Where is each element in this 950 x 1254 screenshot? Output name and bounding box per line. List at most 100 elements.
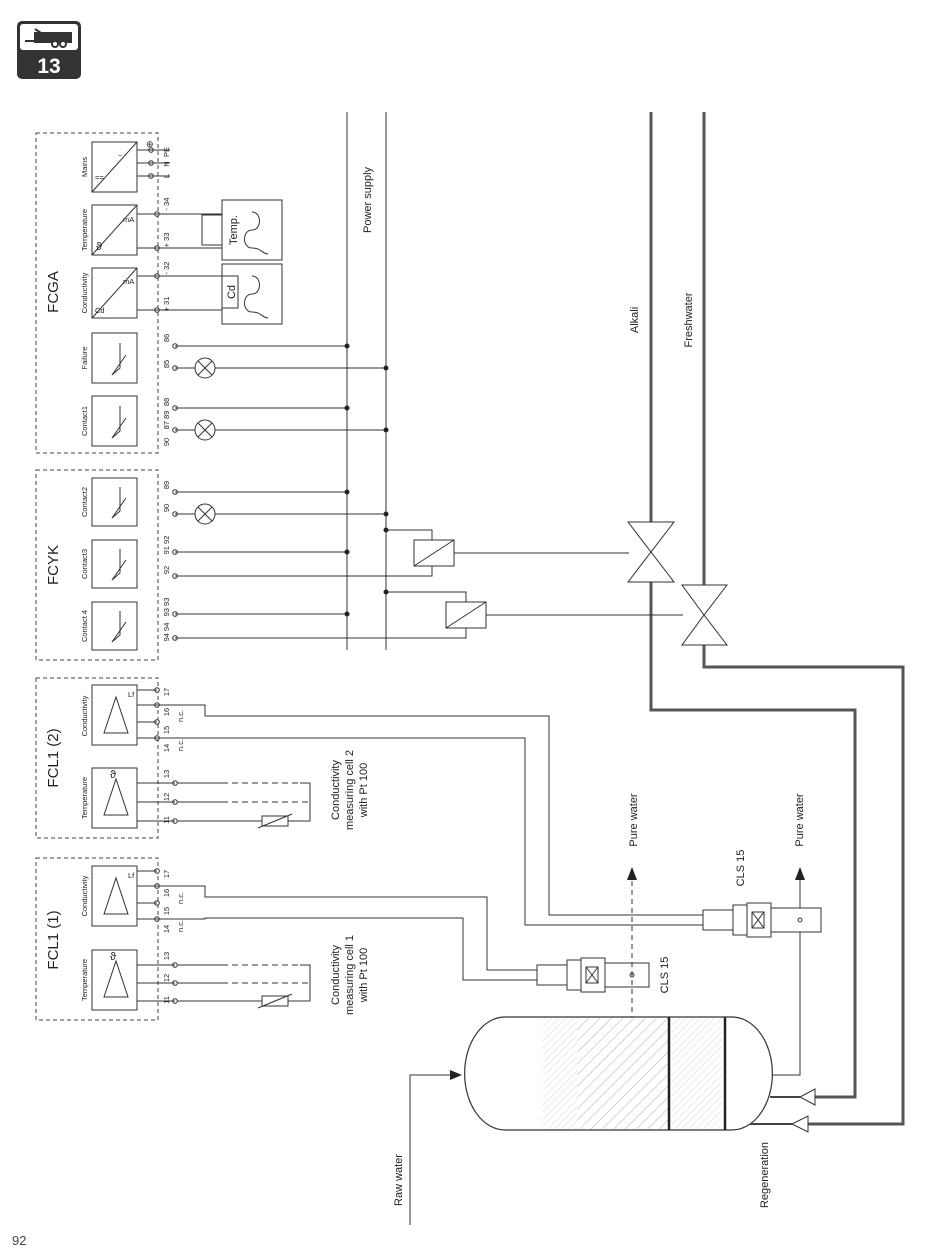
svg-text:91 92: 91 92 <box>162 536 171 555</box>
svg-text:Cd: Cd <box>95 306 105 315</box>
fcga-label: FCGA <box>45 271 62 313</box>
svg-text:⊕: ⊕ <box>146 139 154 149</box>
svg-text:88: 88 <box>162 398 171 406</box>
pure-water-b-label: Pure water <box>794 793 806 847</box>
freshwater-line: Freshwater <box>683 112 905 1126</box>
fcga-failure-label: Failure <box>80 347 89 370</box>
fcga-unit: FCGA ~ == Mains mA ϑ Temperature mA Cd C… <box>35 132 389 454</box>
svg-text:94 94: 94 94 <box>162 623 171 642</box>
fcga-temperature-label: Temperature <box>80 209 89 251</box>
cls15-a-label: CLS 15 <box>659 957 671 994</box>
svg-text:mA: mA <box>123 215 134 224</box>
svg-text:+ 31: + 31 <box>162 297 171 312</box>
trailer-icon <box>25 28 72 48</box>
raw-water-inlet: Raw water <box>393 1070 462 1225</box>
svg-text:n.c.: n.c. <box>176 920 185 932</box>
pure-water-b: Pure water <box>770 793 806 1076</box>
svg-text:15: 15 <box>162 907 171 915</box>
fcl1-2-unit: FCL1 (2) Lf Conductivity ϑ Temperature 1… <box>35 677 703 926</box>
fcl1-1-unit: FCL1 (1) Lf Conductivity ϑ Temperature 1… <box>35 857 537 1021</box>
svg-text:n.c.: n.c. <box>176 710 185 722</box>
svg-text:Lf: Lf <box>128 690 135 699</box>
chapter-number: 13 <box>37 55 60 78</box>
fcl1-1-label: FCL1 (1) <box>45 910 62 969</box>
fcyk-contact2-label: Contact2 <box>80 487 89 517</box>
fcyk-terminals <box>172 489 178 641</box>
svg-text:mA: mA <box>123 277 134 286</box>
temp-probe-label: Temp. <box>228 215 240 245</box>
svg-text:n.c.: n.c. <box>176 892 185 904</box>
svg-text:N: N <box>162 161 171 166</box>
svg-text:14: 14 <box>162 744 171 752</box>
svg-text:ϑ: ϑ <box>110 951 116 963</box>
fcl1-2-label: FCL1 (2) <box>45 728 62 787</box>
svg-text:89: 89 <box>162 481 171 489</box>
svg-text:92: 92 <box>162 566 171 574</box>
svg-text:13: 13 <box>162 770 171 778</box>
ion-exchange-tank <box>464 1016 773 1131</box>
svg-text:==: == <box>95 173 104 182</box>
alkali-line: Alkali <box>629 112 857 1099</box>
svg-text:93 93: 93 93 <box>162 598 171 617</box>
svg-text:ϑ: ϑ <box>96 241 102 253</box>
power-supply-label: Power supply <box>362 166 374 233</box>
svg-text:11: 11 <box>162 996 171 1004</box>
svg-text:17: 17 <box>162 870 171 878</box>
cond-probe-label: Cd <box>226 285 238 299</box>
svg-text:- 32: - 32 <box>162 262 171 275</box>
fcl1-1-conductivity-label: Conductivity <box>80 875 89 916</box>
fcga-contact1-label: Contact1 <box>80 406 89 436</box>
cls15-sensor-b: CLS 15 <box>702 850 822 938</box>
fcga-terminals <box>148 147 178 433</box>
svg-text:16: 16 <box>162 889 171 897</box>
svg-text:13: 13 <box>162 952 171 960</box>
svg-text:85: 85 <box>162 360 171 368</box>
cell2-label-2: with Pt 100 <box>358 763 370 818</box>
fcga-mains-label: Mains <box>80 157 89 177</box>
svg-text:+ 33: + 33 <box>162 233 171 248</box>
raw-water-label: Raw water <box>393 1154 405 1206</box>
svg-text:12: 12 <box>162 793 171 801</box>
svg-text:90: 90 <box>162 438 171 446</box>
pure-water-a: Pure water <box>627 793 640 1048</box>
fcl1-2-conductivity-label: Conductivity <box>80 695 89 736</box>
cls15-sensor-a: CLS 15 <box>536 957 671 994</box>
cell1-label-1: measuring cell 1 <box>344 935 356 1015</box>
fcyk-contact3-label: Contact3 <box>80 549 89 579</box>
freshwater-valve <box>681 584 729 646</box>
svg-text:12: 12 <box>162 974 171 982</box>
fcyk-contact4-label: Contact 4 <box>80 610 89 642</box>
svg-text:- 34: - 34 <box>162 198 171 211</box>
svg-text:14: 14 <box>162 925 171 933</box>
fcga-conductivity-label: Conductivity <box>80 272 89 313</box>
regeneration-label: Regeneration <box>759 1142 771 1208</box>
freshwater-label: Freshwater <box>683 292 695 347</box>
cell1-label-0: Conductivity <box>330 945 342 1005</box>
svg-text:86: 86 <box>162 334 171 342</box>
svg-text:15: 15 <box>162 726 171 734</box>
svg-text:~: ~ <box>118 151 123 160</box>
svg-text:17: 17 <box>162 688 171 696</box>
svg-text:ϑ: ϑ <box>110 769 116 781</box>
svg-text:87 89: 87 89 <box>162 411 171 430</box>
cell2-label-1: measuring cell 2 <box>344 750 356 830</box>
fcyk-unit: FCYK Contact2 Contact3 Contact 4 89 90 9… <box>35 469 683 661</box>
svg-text:PE: PE <box>162 147 171 157</box>
svg-text:11: 11 <box>162 816 171 824</box>
cell2-label-0: Conductivity <box>330 760 342 820</box>
pure-water-a-label: Pure water <box>628 793 640 847</box>
svg-text:16: 16 <box>162 708 171 716</box>
fcl1-2-temperature-label: Temperature <box>80 777 89 819</box>
fcyk-label: FCYK <box>45 545 62 585</box>
alkali-valve <box>626 521 676 583</box>
fcl1-1-temperature-label: Temperature <box>80 959 89 1001</box>
cls15-b-label: CLS 15 <box>735 850 747 887</box>
page-number: 92 <box>12 1233 27 1248</box>
svg-text:n.c.: n.c. <box>176 739 185 751</box>
alkali-label: Alkali <box>629 307 641 333</box>
chapter-badge: 13 <box>17 21 81 79</box>
regeneration-inlet: Regeneration <box>750 1088 816 1208</box>
svg-text:90: 90 <box>162 504 171 512</box>
cell1-label-2: with Pt 100 <box>358 948 370 1003</box>
